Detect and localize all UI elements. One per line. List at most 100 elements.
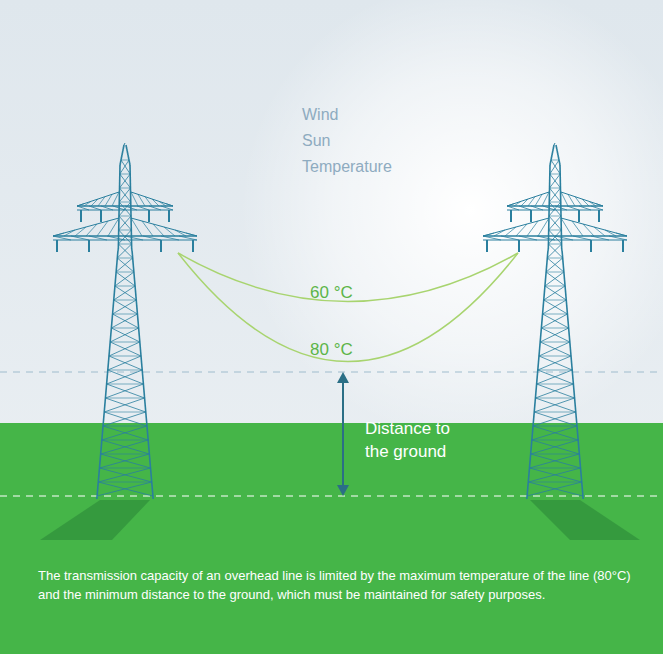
lattice-stroke [140, 357, 142, 359]
lattice-stroke [566, 309, 568, 311]
lattice-stroke [543, 303, 545, 305]
lattice-stroke [136, 305, 138, 307]
lattice-stroke [105, 393, 107, 395]
lattice-stroke [543, 301, 545, 303]
lattice-stroke [537, 384, 575, 398]
lattice-stroke [147, 433, 149, 435]
lattice-stroke [527, 482, 582, 496]
lattice-stroke [117, 253, 119, 255]
lattice-stroke [138, 335, 140, 337]
lattice-stroke [549, 230, 562, 231]
lattice-stroke [113, 314, 139, 328]
lattice-stroke [568, 329, 570, 331]
lattice-stroke [107, 236, 125, 240]
lattice-stroke [568, 194, 575, 206]
lattice-stroke [578, 451, 580, 453]
lattice-stroke [518, 240, 520, 252]
lattice-stroke [143, 385, 145, 387]
lattice-stroke [101, 441, 103, 443]
lattice-stroke [131, 247, 133, 249]
lattice-stroke [129, 163, 131, 165]
lattice-stroke [567, 319, 569, 321]
lattice-stroke [152, 489, 154, 491]
lattice-stroke [119, 188, 130, 202]
lattice-stroke [544, 287, 546, 289]
lattice-stroke [549, 216, 561, 217]
lattice-stroke [501, 236, 519, 240]
lattice-stroke [151, 487, 153, 489]
lattice-stroke [139, 347, 141, 349]
lattice-stroke [534, 401, 536, 403]
lattice-stroke [105, 384, 143, 398]
ground [0, 423, 663, 654]
lattice-stroke [128, 161, 130, 163]
lattice-stroke [538, 351, 540, 353]
lattice-stroke [561, 253, 563, 255]
lattice-stroke [565, 295, 567, 297]
lattice-stroke [543, 295, 545, 297]
lattice-stroke [561, 247, 563, 249]
lattice-stroke [143, 387, 145, 389]
lattice-stroke [549, 193, 551, 195]
lattice-stroke [136, 307, 138, 309]
lattice-stroke [115, 279, 117, 281]
lattice-stroke [529, 454, 579, 468]
lattice-stroke [569, 337, 571, 339]
lattice-stroke [563, 269, 565, 271]
lattice-stroke [548, 244, 562, 258]
lattice-stroke [547, 249, 549, 251]
lattice-stroke [111, 328, 139, 342]
pylons [53, 143, 627, 499]
lattice-stroke [549, 181, 551, 183]
lattice-stroke [546, 265, 548, 267]
lattice-stroke [71, 236, 89, 240]
lattice-stroke [555, 206, 567, 210]
lattice-stroke [537, 236, 555, 240]
lattice-stroke [566, 311, 568, 313]
lattice-stroke [559, 163, 561, 165]
lattice-stroke [533, 419, 535, 421]
lattice-stroke [112, 305, 114, 307]
lattice-stroke [121, 153, 123, 155]
arrow-head [337, 485, 349, 496]
lattice-stroke [118, 221, 120, 223]
lattice-stroke [151, 483, 153, 485]
lattice-stroke [548, 244, 561, 245]
lattice-stroke [530, 455, 532, 457]
lattice-stroke [114, 291, 116, 293]
lattice-stroke [583, 224, 594, 236]
lattice-stroke [571, 371, 573, 373]
lattice-stroke [115, 286, 136, 300]
lattice-stroke [115, 275, 117, 277]
lattice-stroke [152, 497, 154, 499]
lattice-stroke [535, 393, 537, 395]
lattice-stroke [119, 179, 121, 181]
lattice-stroke [535, 395, 537, 397]
lattice-stroke [64, 230, 75, 236]
lattice-stroke [568, 331, 570, 333]
lattice-stroke [544, 281, 546, 283]
lattice-stroke [147, 437, 149, 439]
lattice-stroke [112, 192, 119, 206]
lattice-stroke [547, 258, 564, 272]
lattice-stroke [144, 403, 146, 405]
lattice-stroke [129, 179, 131, 181]
lattice-stroke [119, 216, 131, 230]
lattice-stroke [565, 289, 567, 291]
lattice-stroke [137, 206, 149, 210]
lattice-stroke [109, 343, 111, 345]
lattice-stroke [135, 291, 137, 293]
lattice-stroke [112, 315, 114, 317]
lattice-stroke [572, 377, 574, 379]
lattice-stroke [100, 449, 102, 451]
lattice-stroke [114, 300, 138, 314]
lattice-stroke [131, 192, 173, 206]
lattice-stroke [120, 157, 122, 159]
lattice-stroke [544, 286, 565, 300]
lattice-stroke [546, 263, 548, 265]
lattice-stroke [103, 412, 146, 426]
lattice-stroke [573, 389, 575, 391]
lattice-stroke [566, 307, 568, 309]
lattice-stroke [148, 447, 150, 449]
lattice-stroke [116, 272, 135, 286]
